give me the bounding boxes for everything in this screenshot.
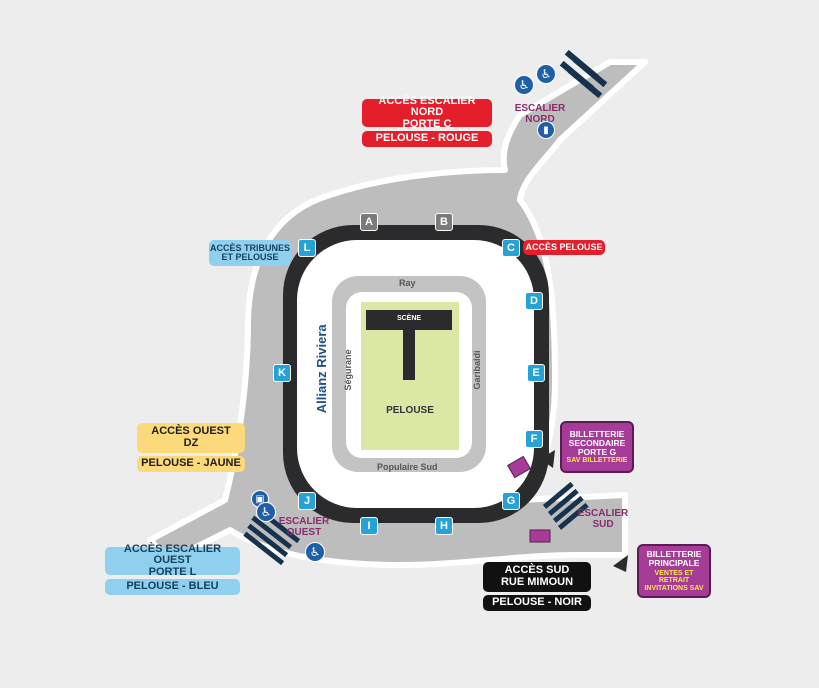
gate-c[interactable]: C bbox=[502, 239, 520, 257]
gate-a[interactable]: A bbox=[360, 213, 378, 231]
stand-west-label: Ségurane bbox=[343, 349, 353, 391]
info-icon: ▮ bbox=[537, 121, 555, 139]
billetterie-principale: BILLETTERIE PRINCIPALE VENTES ET RETRAIT… bbox=[637, 544, 711, 598]
wheelchair-icon: ♿ bbox=[305, 542, 325, 562]
acces-pelouse: ACCÈS PELOUSE bbox=[523, 240, 605, 255]
stage-label: SCÈNE bbox=[396, 315, 422, 322]
gate-d[interactable]: D bbox=[525, 292, 543, 310]
booth-main bbox=[529, 529, 551, 543]
gate-l[interactable]: L bbox=[298, 239, 316, 257]
gate-b[interactable]: B bbox=[435, 213, 453, 231]
pointer-main bbox=[613, 555, 628, 572]
gate-h[interactable]: H bbox=[435, 517, 453, 535]
stand-south-label: Populaire Sud bbox=[377, 462, 438, 472]
wheelchair-icon: ♿ bbox=[536, 64, 556, 84]
billetterie-principale-title: BILLETTERIE PRINCIPALE bbox=[646, 549, 702, 568]
gate-i[interactable]: I bbox=[360, 517, 378, 535]
stand-north-label: Ray bbox=[399, 278, 416, 288]
acces-sud-title: ACCÈS SUD RUE MIMOUN bbox=[483, 562, 591, 592]
gate-g[interactable]: G bbox=[502, 492, 520, 510]
wheelchair-icon: ♿ bbox=[514, 75, 534, 95]
billetterie-secondaire-title: BILLETTERIE SECONDAIRE PORTE G bbox=[568, 428, 626, 457]
escalier-nord-label: ESCALIER NORD bbox=[514, 103, 566, 125]
acces-sud-pelouse: PELOUSE - NOIR bbox=[483, 595, 591, 611]
pointer-secondary bbox=[540, 450, 555, 468]
stairs-south bbox=[542, 481, 589, 530]
gate-k[interactable]: K bbox=[273, 364, 291, 382]
acces-ouest-dz-pelouse: PELOUSE - JAUNE bbox=[137, 456, 245, 472]
pitch-label: PELOUSE bbox=[386, 405, 434, 416]
stairs-north bbox=[559, 49, 608, 99]
wheelchair-icon: ♿ bbox=[256, 502, 276, 522]
acces-nord-title: ACCÈS ESCALIER NORD PORTE C bbox=[362, 95, 492, 130]
billetterie-principale-sub: VENTES ET RETRAIT INVITATIONS SAV bbox=[644, 569, 704, 592]
acces-ouest-dz-title: ACCÈS OUEST DZ bbox=[137, 423, 245, 453]
acces-tribunes: ACCÈS TRIBUNES ET PELOUSE bbox=[209, 240, 291, 266]
booth-secondary bbox=[507, 455, 531, 479]
billetterie-secondaire-sub: SAV BILLETTERIE bbox=[566, 456, 628, 464]
stand-east-label: Garibaldi bbox=[472, 350, 482, 390]
venue-logo: Allianz Riviera bbox=[314, 324, 330, 414]
gate-e[interactable]: E bbox=[527, 364, 545, 382]
gate-j[interactable]: J bbox=[298, 492, 316, 510]
gate-f[interactable]: F bbox=[525, 430, 543, 448]
acces-ouest-title: ACCÈS ESCALIER OUEST PORTE L bbox=[105, 543, 240, 578]
acces-ouest-pelouse: PELOUSE - BLEU bbox=[105, 579, 240, 595]
acces-nord-pelouse: PELOUSE - ROUGE bbox=[362, 131, 492, 147]
billetterie-secondaire: BILLETTERIE SECONDAIRE PORTE G SAV BILLE… bbox=[560, 421, 634, 473]
escalier-sud-label: ESCALIER SUD bbox=[577, 508, 629, 530]
stage-top bbox=[366, 310, 452, 330]
escalier-ouest-label: ESCALIER OUEST bbox=[278, 516, 330, 538]
stage-runway bbox=[403, 330, 415, 380]
